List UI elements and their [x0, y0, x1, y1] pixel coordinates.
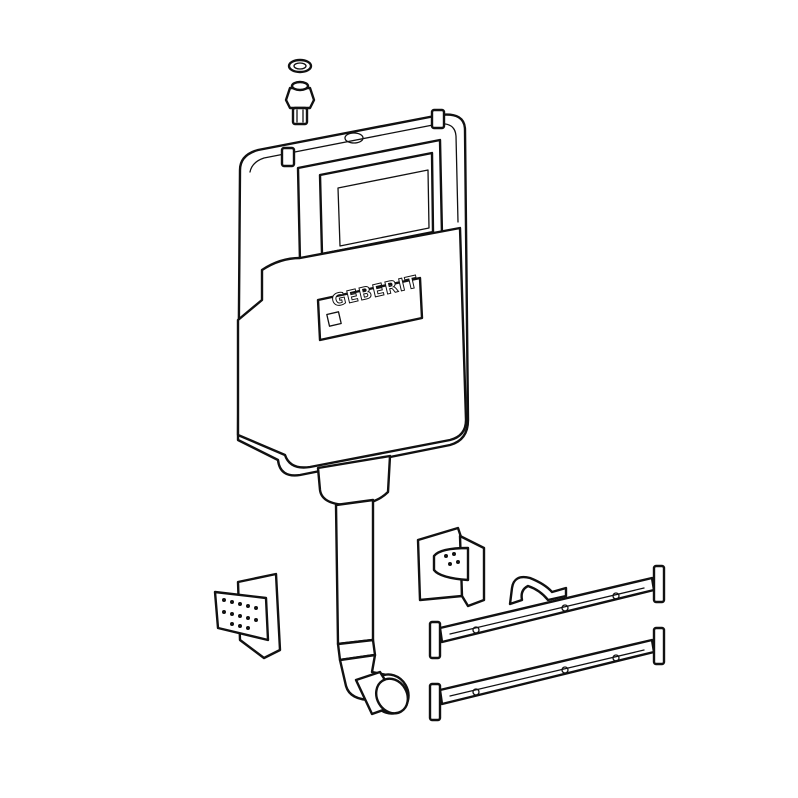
cistern-part: [236, 108, 470, 507]
valve-part: [284, 80, 316, 126]
bracket-left-part: [213, 572, 282, 660]
flush-pipe-part: [334, 498, 410, 716]
bracket-right-part: [416, 526, 486, 608]
rail-top-part: [428, 564, 666, 660]
rail-bottom-part: [428, 626, 666, 722]
washer-part: [287, 58, 313, 74]
clip-part: [508, 575, 568, 606]
